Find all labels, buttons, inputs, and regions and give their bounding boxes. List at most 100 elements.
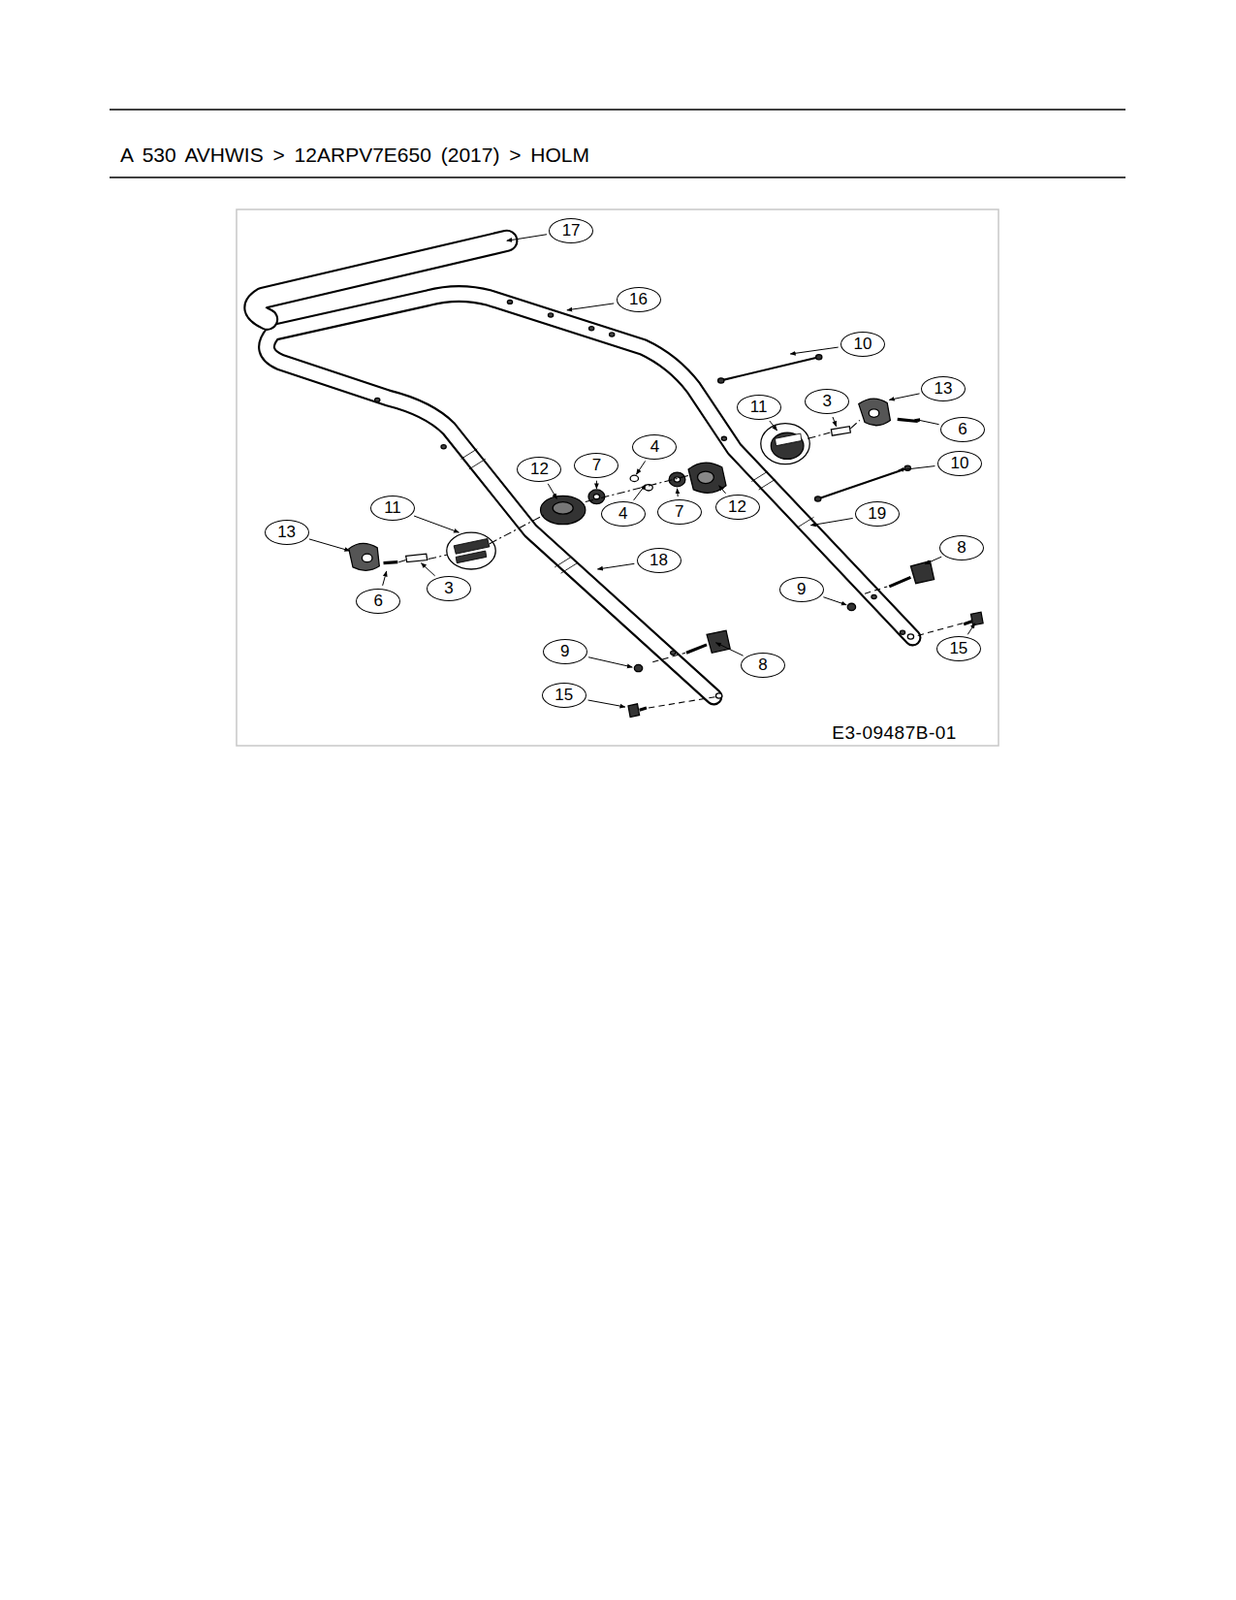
callout-circle: 16 bbox=[616, 286, 662, 313]
callout-circle: 8 bbox=[740, 652, 786, 678]
leader-line bbox=[810, 517, 853, 525]
leader-line bbox=[596, 480, 598, 489]
knob bbox=[910, 561, 934, 584]
callout-number: 12 bbox=[728, 497, 747, 517]
callout-circle: 6 bbox=[940, 416, 985, 443]
callout-number: 3 bbox=[822, 391, 831, 412]
callout-number: 8 bbox=[956, 538, 966, 558]
callout-number: 10 bbox=[854, 334, 873, 354]
header-rule bbox=[109, 108, 1126, 111]
leader-line bbox=[507, 234, 547, 242]
callout-number: 15 bbox=[554, 685, 573, 705]
tube-hole bbox=[547, 313, 553, 317]
clamp-housing bbox=[760, 423, 810, 465]
clamp-housing bbox=[455, 550, 487, 564]
callout-circle: 11 bbox=[370, 495, 415, 521]
callout-circle: 10 bbox=[937, 450, 983, 476]
clamp-housing bbox=[770, 432, 804, 459]
foam-grip bbox=[254, 240, 508, 319]
callout-circle: 13 bbox=[264, 519, 310, 545]
nut bbox=[847, 602, 856, 610]
leader-line bbox=[382, 570, 387, 586]
callout-number: 11 bbox=[750, 397, 768, 417]
leader-line bbox=[309, 538, 350, 551]
foam-grip bbox=[254, 240, 508, 319]
drawing-code: E3-09487B-01 bbox=[831, 722, 957, 744]
tube-end-hole bbox=[715, 693, 722, 698]
tube-hole bbox=[871, 594, 877, 599]
clamp-housing bbox=[446, 532, 496, 570]
callout-circle: 15 bbox=[541, 682, 587, 708]
callout-circle: 11 bbox=[736, 394, 782, 420]
tube-hole bbox=[441, 444, 446, 449]
leader-line bbox=[633, 484, 646, 501]
cable bbox=[721, 356, 820, 381]
callout-number: 18 bbox=[649, 550, 668, 571]
tube-hole bbox=[609, 332, 615, 337]
lever bbox=[868, 409, 880, 417]
callout-circle: 15 bbox=[936, 635, 982, 662]
pin bbox=[406, 553, 428, 562]
leader-line bbox=[915, 418, 940, 424]
callout-number: 15 bbox=[949, 638, 968, 659]
callout-number: 17 bbox=[562, 221, 581, 241]
nut bbox=[588, 489, 605, 505]
callout-circle: 9 bbox=[779, 576, 824, 603]
leader-line bbox=[715, 642, 743, 656]
nut bbox=[633, 664, 642, 671]
leader-line bbox=[676, 488, 679, 497]
leader-line bbox=[924, 556, 942, 565]
leader-line bbox=[790, 347, 838, 354]
callout-number: 6 bbox=[374, 591, 383, 611]
callout-circle: 4 bbox=[632, 434, 677, 460]
knob bbox=[552, 502, 573, 515]
tube-hole bbox=[375, 397, 381, 402]
clamp-housing bbox=[775, 433, 802, 446]
callout-number: 9 bbox=[796, 579, 806, 600]
axis-line bbox=[850, 419, 859, 428]
tube-hole bbox=[721, 436, 727, 441]
callout-circle: 10 bbox=[840, 331, 886, 357]
callout-number: 6 bbox=[957, 419, 967, 440]
callout-number: 11 bbox=[383, 498, 402, 518]
callout-number: 10 bbox=[950, 453, 969, 474]
bolt bbox=[970, 611, 983, 626]
leader-line bbox=[823, 597, 847, 605]
leader-line bbox=[898, 466, 936, 471]
tube-seam bbox=[460, 448, 477, 460]
axis-line bbox=[398, 560, 406, 563]
callout-number: 7 bbox=[592, 455, 602, 476]
handle-tube bbox=[266, 293, 913, 698]
leader-line bbox=[888, 393, 920, 400]
bolt bbox=[686, 644, 707, 653]
callout-circle: 7 bbox=[657, 499, 702, 525]
bolt bbox=[963, 621, 972, 625]
bolt bbox=[639, 707, 647, 710]
axis-line bbox=[648, 697, 716, 709]
lever bbox=[858, 398, 891, 426]
callout-circle: 19 bbox=[855, 501, 900, 527]
callout-circle: 18 bbox=[636, 547, 682, 573]
leader-line bbox=[719, 485, 727, 494]
leader-lines bbox=[309, 234, 976, 707]
cable-end bbox=[815, 496, 822, 502]
nut bbox=[673, 476, 680, 482]
callout-number: 19 bbox=[867, 504, 887, 524]
callout-number: 9 bbox=[560, 641, 570, 662]
callout-number: 4 bbox=[650, 437, 660, 457]
callout-number: 8 bbox=[758, 655, 767, 675]
cable-end bbox=[816, 354, 823, 360]
callout-circle: 7 bbox=[573, 452, 619, 478]
leader-line bbox=[832, 416, 837, 427]
knob bbox=[688, 462, 727, 493]
knob bbox=[697, 471, 715, 484]
pin bbox=[830, 426, 851, 436]
bolt bbox=[888, 576, 911, 586]
axis-line bbox=[807, 432, 830, 439]
axis-line bbox=[489, 514, 544, 543]
pin bbox=[383, 562, 399, 564]
callout-number: 4 bbox=[618, 504, 628, 524]
leader-line bbox=[420, 563, 435, 576]
leader-line bbox=[967, 623, 975, 635]
